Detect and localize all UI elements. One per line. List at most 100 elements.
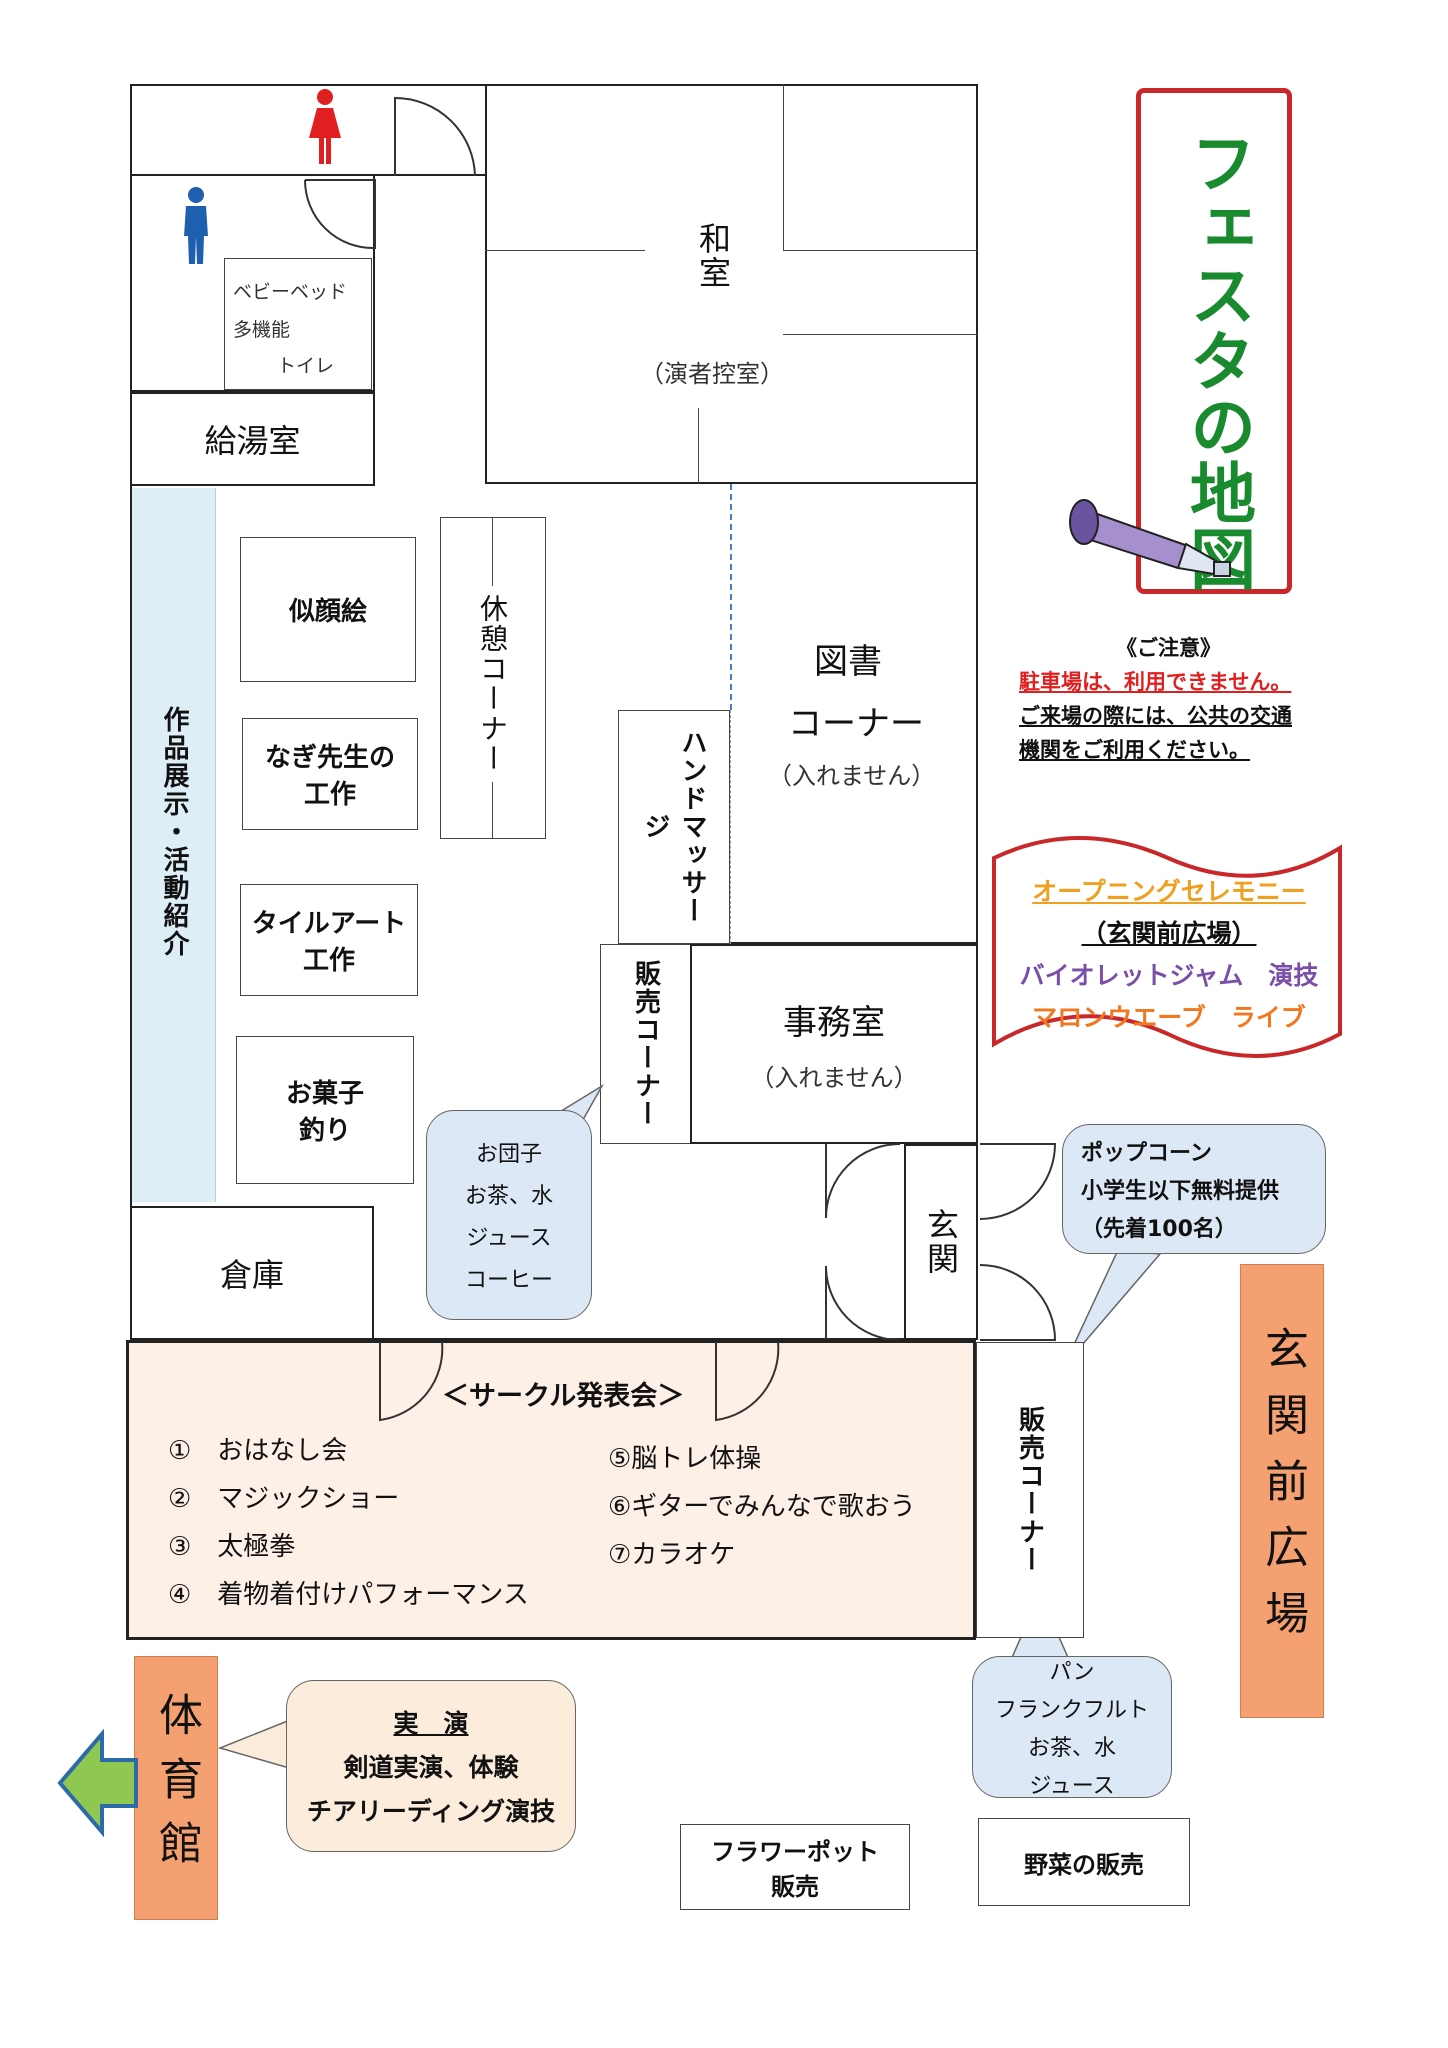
sales-corner-2-label: 販売コーナー — [1014, 1406, 1045, 1574]
nigaoe-label: 似顔絵 — [288, 597, 367, 627]
okashi-label-1: お菓子 — [285, 1079, 364, 1109]
notice-line-2: ご来場の際には、公共の交通 — [1019, 704, 1292, 728]
kyuto-room: 給湯室 — [130, 392, 375, 486]
tosho-corner — [730, 484, 978, 944]
office-room: 事務室 （入れません） — [690, 944, 978, 1144]
ceremony-title: オープニングセレモニー — [1032, 877, 1306, 906]
toilet-label: トイレ — [277, 355, 335, 377]
washitsu-divider-b — [783, 250, 978, 251]
office-sub-label: （入れません） — [750, 1064, 918, 1092]
gym-sign: 体育館 — [134, 1656, 218, 1920]
hand-massage-label: ハンドマッサージ — [640, 729, 707, 925]
title-text: フェスタの地図 — [1179, 129, 1256, 591]
jitsuen-bubble: 実 演 剣道実演、体験 チアリーディング演技 — [286, 1680, 576, 1852]
storage-label: 倉庫 — [219, 1256, 284, 1294]
washitsu-divider-e — [698, 408, 699, 484]
hand-massage-booth: ハンドマッサージ — [618, 710, 730, 944]
nagi-booth: なぎ先生の 工作 — [242, 718, 418, 830]
dango-item-4: コーヒー — [464, 1268, 553, 1293]
gym-arrow-icon — [57, 1728, 138, 1838]
washitsu-divider-a — [485, 250, 645, 251]
exhibit-column — [132, 488, 216, 1202]
nigaoe-booth: 似顔絵 — [240, 537, 416, 682]
ceremony-text: オープニングセレモニー （玄関前広場） バイオレットジャム 演技 マロンウエーブ… — [990, 872, 1348, 1032]
tile-booth: タイルアート 工作 — [240, 884, 418, 996]
ceremony-line-1: バイオレットジャム 演技 — [1019, 961, 1319, 990]
multi-purpose-toilet: ベビーベッド 多機能 トイレ — [224, 258, 372, 390]
jitsuen-title: 実 演 — [393, 1709, 469, 1738]
tosho-label-2: コーナー — [788, 704, 924, 744]
washitsu-label: 和室 — [694, 222, 732, 290]
tosho-gray-line — [730, 710, 731, 944]
notice-parking: 駐車場は、利用できません。 — [1019, 670, 1292, 694]
female-toilet-icon — [309, 89, 341, 164]
vegetable-label: 野菜の販売 — [1024, 1850, 1144, 1879]
circle-item-7: ⑦カラオケ — [608, 1540, 736, 1570]
washitsu-sub-label: （演者控室） — [640, 360, 784, 388]
dango-item-2: お茶、水 — [464, 1184, 553, 1209]
kyuto-label: 給湯室 — [204, 422, 301, 460]
sales-corner-2: 販売コーナー — [976, 1342, 1084, 1638]
tile-label-2: 工作 — [302, 946, 355, 976]
entrance: 玄関 — [904, 1144, 978, 1340]
sales-corner-1: 販売コーナー — [600, 944, 692, 1144]
circle-item-2: ② マジックショー — [168, 1484, 400, 1514]
storage-room: 倉庫 — [130, 1206, 374, 1340]
washitsu-divider-c — [783, 84, 784, 250]
exhibit-label: 作品展示・活動紹介 — [159, 706, 189, 958]
nagi-label-2: 工作 — [303, 780, 356, 810]
office-label: 事務室 — [783, 1003, 885, 1043]
circle-title: ＜サークル発表会＞ — [442, 1381, 685, 1412]
washitsu-room — [485, 84, 978, 484]
flower-label-1: フラワーポット — [711, 1838, 879, 1866]
popcorn-bubble: ポップコーン 小学生以下無料提供 （先着100名） — [1062, 1124, 1326, 1254]
male-toilet-icon — [184, 187, 208, 264]
flower-label-2: 販売 — [771, 1873, 819, 1901]
toilet-area — [130, 84, 485, 176]
okashi-booth: お菓子 釣り — [236, 1036, 414, 1184]
entrance-label: 玄関 — [922, 1208, 960, 1276]
nagi-label-1: なぎ先生の — [264, 743, 395, 773]
notice-line-3: 機関をご利用ください。 — [1019, 738, 1250, 762]
kyukei-label-bg: 休憩コーナー — [462, 586, 522, 782]
dango-item-3: ジュース — [466, 1226, 552, 1251]
jitsuen-line-2: チアリーディング演技 — [306, 1797, 556, 1826]
flower-pot-sales: フラワーポット 販売 — [680, 1824, 910, 1910]
circle-item-1: ① おはなし会 — [168, 1436, 348, 1466]
jitsuen-line-1: 剣道実演、体験 — [343, 1753, 519, 1782]
dango-bubble: お団子 お茶、水 ジュース コーヒー — [426, 1110, 592, 1320]
notice-title: 《ご注意》 — [1116, 636, 1221, 660]
title-banner: フェスタの地図 — [1136, 88, 1292, 594]
popcorn-line-2: 小学生以下無料提供 — [1081, 1179, 1280, 1204]
gym-label: 体育館 — [151, 1692, 202, 1884]
circle-hall — [126, 1340, 976, 1640]
circle-item-3: ③ 太極拳 — [168, 1532, 296, 1562]
vegetable-sales: 野菜の販売 — [978, 1818, 1190, 1906]
popcorn-line-3: （先着100名） — [1081, 1217, 1237, 1242]
ceremony-banner-frame — [992, 836, 1342, 1058]
genkanmae-plaza: 玄関前広場 — [1240, 1264, 1324, 1718]
telescope-icon — [1069, 499, 1231, 577]
tosho-dashed-line — [730, 484, 732, 710]
circle-item-4: ④ 着物着付けパフォーマンス — [168, 1580, 529, 1610]
popcorn-line-1: ポップコーン — [1081, 1141, 1212, 1166]
circle-item-5: ⑤脳トレ体操 — [608, 1444, 762, 1474]
ceremony-place: （玄関前広場） — [1081, 919, 1257, 948]
kyukei-label: 休憩コーナー — [476, 594, 509, 774]
toilet-area-lower — [130, 176, 375, 392]
okashi-label-2: 釣り — [298, 1116, 351, 1146]
ceremony-line-2: マロンウエーブ ライブ — [1032, 1003, 1306, 1032]
dango-item-1: お団子 — [475, 1142, 542, 1167]
hall-door-arcs — [379, 1341, 780, 1422]
sales-corner-1-label: 販売コーナー — [630, 960, 661, 1128]
pan-item-3: お茶、水 — [1027, 1736, 1116, 1761]
tile-label-1: タイルアート — [251, 909, 407, 939]
circle-item-6: ⑥ギターでみんなで歌おう — [608, 1492, 916, 1522]
tosho-label-1: 図書 — [814, 642, 882, 682]
washitsu-divider-d — [783, 334, 978, 335]
pan-item-1: パン — [1049, 1660, 1095, 1685]
pan-item-2: フランクフルト — [994, 1698, 1149, 1723]
multi-function-label: 多機能 — [233, 319, 291, 341]
pan-item-4: ジュース — [1029, 1774, 1115, 1799]
genkanmae-label: 玄関前広場 — [1257, 1326, 1308, 1656]
